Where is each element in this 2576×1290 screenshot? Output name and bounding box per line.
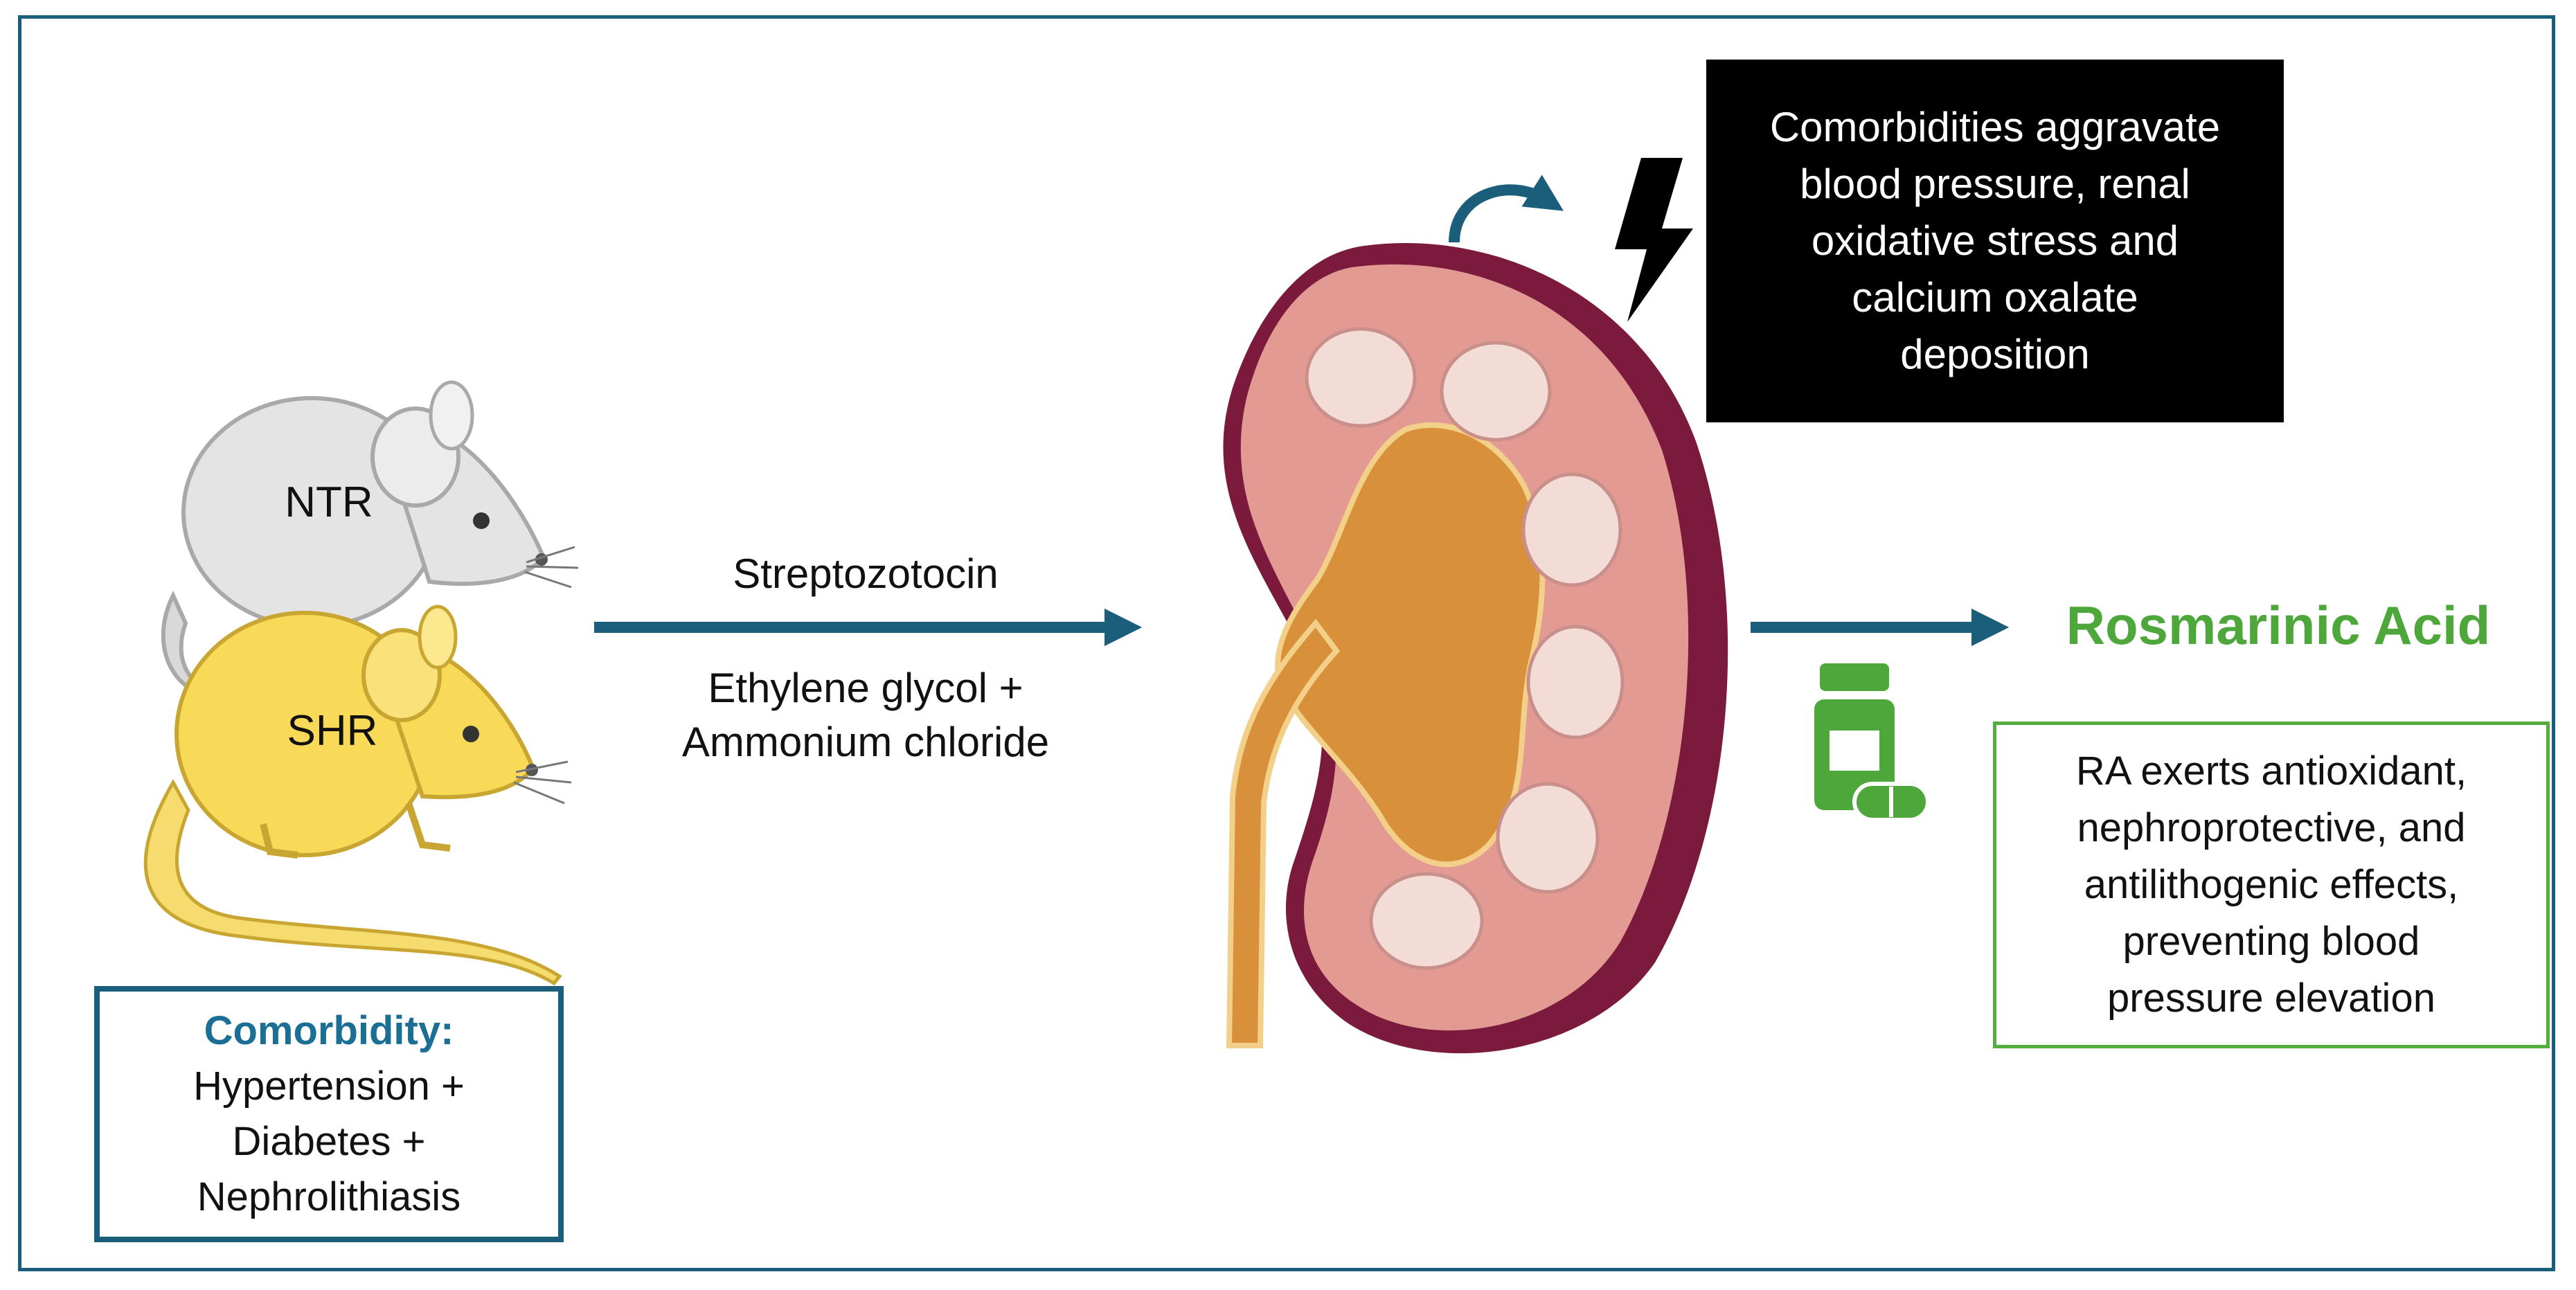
effects-line: blood pressure, renal — [1800, 161, 2190, 207]
rat-label-shr: SHR — [287, 707, 378, 755]
figure-frame — [18, 15, 2555, 1271]
treatment-line: Ammonium chloride — [681, 719, 1050, 765]
outcome-line: preventing blood — [2122, 919, 2420, 964]
capsule-icon — [1852, 782, 1930, 822]
treatment-title: Rosmarinic Acid — [2066, 595, 2491, 656]
effects-line: Comorbidities aggravate — [1769, 104, 2221, 150]
comorbidity-line: Diabetes + — [232, 1119, 426, 1164]
effects-line: calcium oxalate — [1852, 274, 2138, 321]
comorbidity-heading: Comorbidity: — [204, 1008, 454, 1053]
kidney-icon — [1223, 242, 1728, 1054]
comorbidity-line: Nephrolithiasis — [197, 1174, 461, 1219]
rat-icon — [143, 604, 572, 986]
outcome-line: antilithogenic effects, — [2084, 862, 2459, 907]
comorbidity-box: Comorbidity: Hypertension + Diabetes + N… — [94, 986, 564, 1242]
pill-bottle-icon — [1814, 663, 1895, 810]
comorbidity-line: Hypertension + — [193, 1064, 465, 1109]
effects-line: oxidative stress and — [1811, 217, 2179, 264]
outcome-box: RA exerts antioxidant, nephroprotective,… — [1993, 722, 2550, 1048]
effects-line: deposition — [1900, 331, 2090, 377]
lightning-icon — [1615, 158, 1693, 322]
outcome-line: RA exerts antioxidant, — [2075, 749, 2467, 794]
curved-arrow-icon — [1449, 174, 1564, 243]
treatment-line: Ethylene glycol + — [708, 665, 1023, 711]
effects-box: Comorbidities aggravate blood pressure, … — [1706, 60, 2284, 422]
outcome-line: nephroprotective, and — [2077, 805, 2466, 850]
treatment-label-bottom: Ethylene glycol + Ammonium chloride — [623, 661, 1108, 769]
treatment-label-top: Streptozotocin — [733, 550, 999, 597]
rat-label-ntr: NTR — [285, 478, 373, 526]
rat-icon — [161, 380, 579, 697]
outcome-line: pressure elevation — [2107, 976, 2435, 1021]
